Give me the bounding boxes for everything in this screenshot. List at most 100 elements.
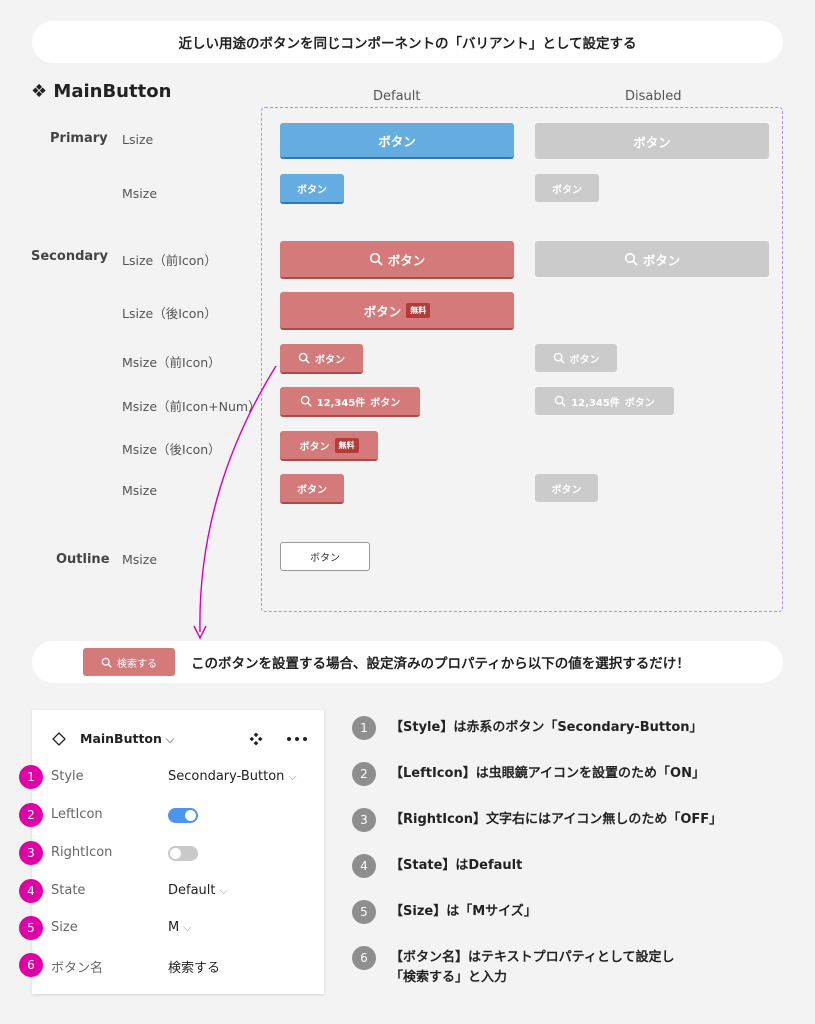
prop-row-righticon[interactable]: 3 RightIcon [19,841,324,865]
prop-label-button-name: ボタン名 [51,961,104,976]
search-icon [554,395,566,407]
description-text: 【LeftIcon】は虫眼鏡アイコンを設置のため「ON」 [390,766,705,781]
prop-row-lefticon[interactable]: 2 LeftIcon [19,803,324,827]
category-outline: Outline [56,552,110,567]
description-text: 【State】はDefault [390,858,523,873]
row-label-lsize: Lsize [122,132,154,147]
secondary-m-pre-icon-disabled-button: ボタン [535,344,617,372]
button-label: ボタン [387,252,426,268]
row-label-outline-msize: Msize [122,552,158,567]
search-icon [553,352,564,364]
step-badge-6: 6 [19,953,43,977]
search-icon [624,252,638,266]
description-text: 【Style】は赤系のボタン「Secondary-Button」 [390,720,703,735]
search-button[interactable]: 検索する [83,648,175,676]
primary-m-button[interactable]: ボタン [280,174,344,204]
panel-title-text: MainButton [80,731,162,746]
description-item: 3 【RightIcon】文字右にはアイコン無しのため「OFF」 [352,808,722,832]
description-text: 【ボタン名】はテキストプロパティとして設定し 「検索する」と入力 [390,950,675,985]
component-diamond-icon [52,732,66,746]
size-select[interactable]: M⌵ [168,920,192,935]
size-value: M [168,920,180,935]
outline-m-button[interactable]: ボタン [280,542,370,571]
description-item: 6 【ボタン名】はテキストプロパティとして設定し 「検索する」と入力 [352,946,674,988]
primary-l-button[interactable]: ボタン [280,123,514,159]
variant-frame [261,107,783,612]
button-label: ボタン [551,484,582,496]
prop-row-state[interactable]: 4 State Default⌵ [19,879,324,903]
button-name-input[interactable]: 検索する [168,961,221,976]
state-value: Default [168,883,216,898]
more-options-icon[interactable] [286,736,308,742]
secondary-m-post-icon-button[interactable]: ボタン 無料 [280,431,378,461]
step-badge-3: 3 [19,841,43,865]
prop-row-button-name[interactable]: 6 ボタン名 検索する [19,953,324,977]
secondary-l-post-icon-button[interactable]: ボタン 無料 [280,292,514,330]
secondary-m-pre-icon-button[interactable]: ボタン [280,344,363,374]
secondary-l-pre-icon-disabled-button: ボタン [535,241,769,277]
bottom-banner-text: このボタンを設置する場合、設定済みのプロパティから以下の値を選択するだけ！ [191,656,690,672]
button-label: ボタン [297,484,327,496]
row-label-lsize-post-icon: Lsize（後Icon） [122,306,217,321]
state-select[interactable]: Default⌵ [168,883,228,898]
row-label-msize-pre-icon: Msize（前Icon） [122,355,221,370]
prop-row-size[interactable]: 5 Size M⌵ [19,916,324,940]
top-banner-text: 近しい用途のボタンを同じコンポーネントの「バリアント」として設定する [178,36,637,52]
search-icon [300,395,312,407]
button-label: ボタン [633,134,671,150]
row-label-msize-post-icon: Msize（後Icon） [122,442,221,457]
chevron-down-icon: ⌵ [165,733,175,746]
component-variants-icon[interactable] [249,732,263,746]
component-title: ❖ MainButton [31,81,171,102]
prop-label-state: State [51,883,86,898]
description-text: 【RightIcon】文字右にはアイコン無しのため「OFF」 [390,812,723,827]
lefticon-toggle[interactable] [168,808,198,823]
secondary-m-button[interactable]: ボタン [280,474,344,504]
arrow-icon [193,365,277,640]
style-select[interactable]: Secondary-Button⌵ [168,769,297,784]
search-icon [369,252,383,266]
secondary-m-disabled-button: ボタン [535,474,598,502]
prop-label-lefticon: LeftIcon [51,807,103,822]
button-label: ボタン [624,397,655,409]
toggle-knob [170,848,181,859]
panel-title[interactable]: MainButton⌵ [80,731,174,747]
row-label-msize-plain: Msize [122,483,158,498]
prop-label-size: Size [51,920,78,935]
search-button-label: 検索する [117,658,157,670]
description-item: 2 【LeftIcon】は虫眼鏡アイコンを設置のため「ON」 [352,762,705,786]
button-label: ボタン [370,397,401,409]
chevron-down-icon: ⌵ [183,921,192,934]
primary-m-disabled-button: ボタン [535,174,599,202]
component-name: MainButton [53,81,172,102]
secondary-m-pre-icon-num-button[interactable]: 12,345件 ボタン [280,387,420,417]
step-badge-4: 4 [19,879,43,903]
secondary-l-pre-icon-button[interactable]: ボタン [280,241,514,279]
button-label: ボタン [297,184,327,196]
category-secondary: Secondary [31,249,109,264]
prop-label-righticon: RightIcon [51,845,113,860]
button-label: ボタン [642,252,681,268]
step-number: 4 [352,854,376,878]
row-label-lsize-pre-icon: Lsize（前Icon） [122,253,217,268]
search-icon [298,352,310,364]
description-item: 5 【Size】は「Mサイズ」 [352,900,537,924]
secondary-m-pre-icon-num-disabled-button: 12,345件 ボタン [535,387,674,415]
row-label-msize-pre-icon-num: Msize（前Icon+Num） [122,399,261,414]
top-banner: 近しい用途のボタンを同じコンポーネントの「バリアント」として設定する [32,21,783,63]
column-header-disabled: Disabled [625,89,682,104]
step-badge-1: 1 [19,765,43,789]
righticon-toggle[interactable] [168,846,198,861]
step-badge-2: 2 [19,803,43,827]
chevron-down-icon: ⌵ [219,884,228,897]
free-badge: 無料 [334,437,359,453]
description-item: 4 【State】はDefault [352,854,522,878]
step-badge-5: 5 [19,916,43,940]
step-number: 3 [352,808,376,832]
component-icon: ❖ [31,81,48,102]
step-number: 2 [352,762,376,786]
row-label-msize: Msize [122,186,158,201]
count-label: 12,345件 [316,397,366,409]
step-number: 6 [352,946,376,970]
prop-row-style[interactable]: 1 Style Secondary-Button⌵ [19,765,324,789]
